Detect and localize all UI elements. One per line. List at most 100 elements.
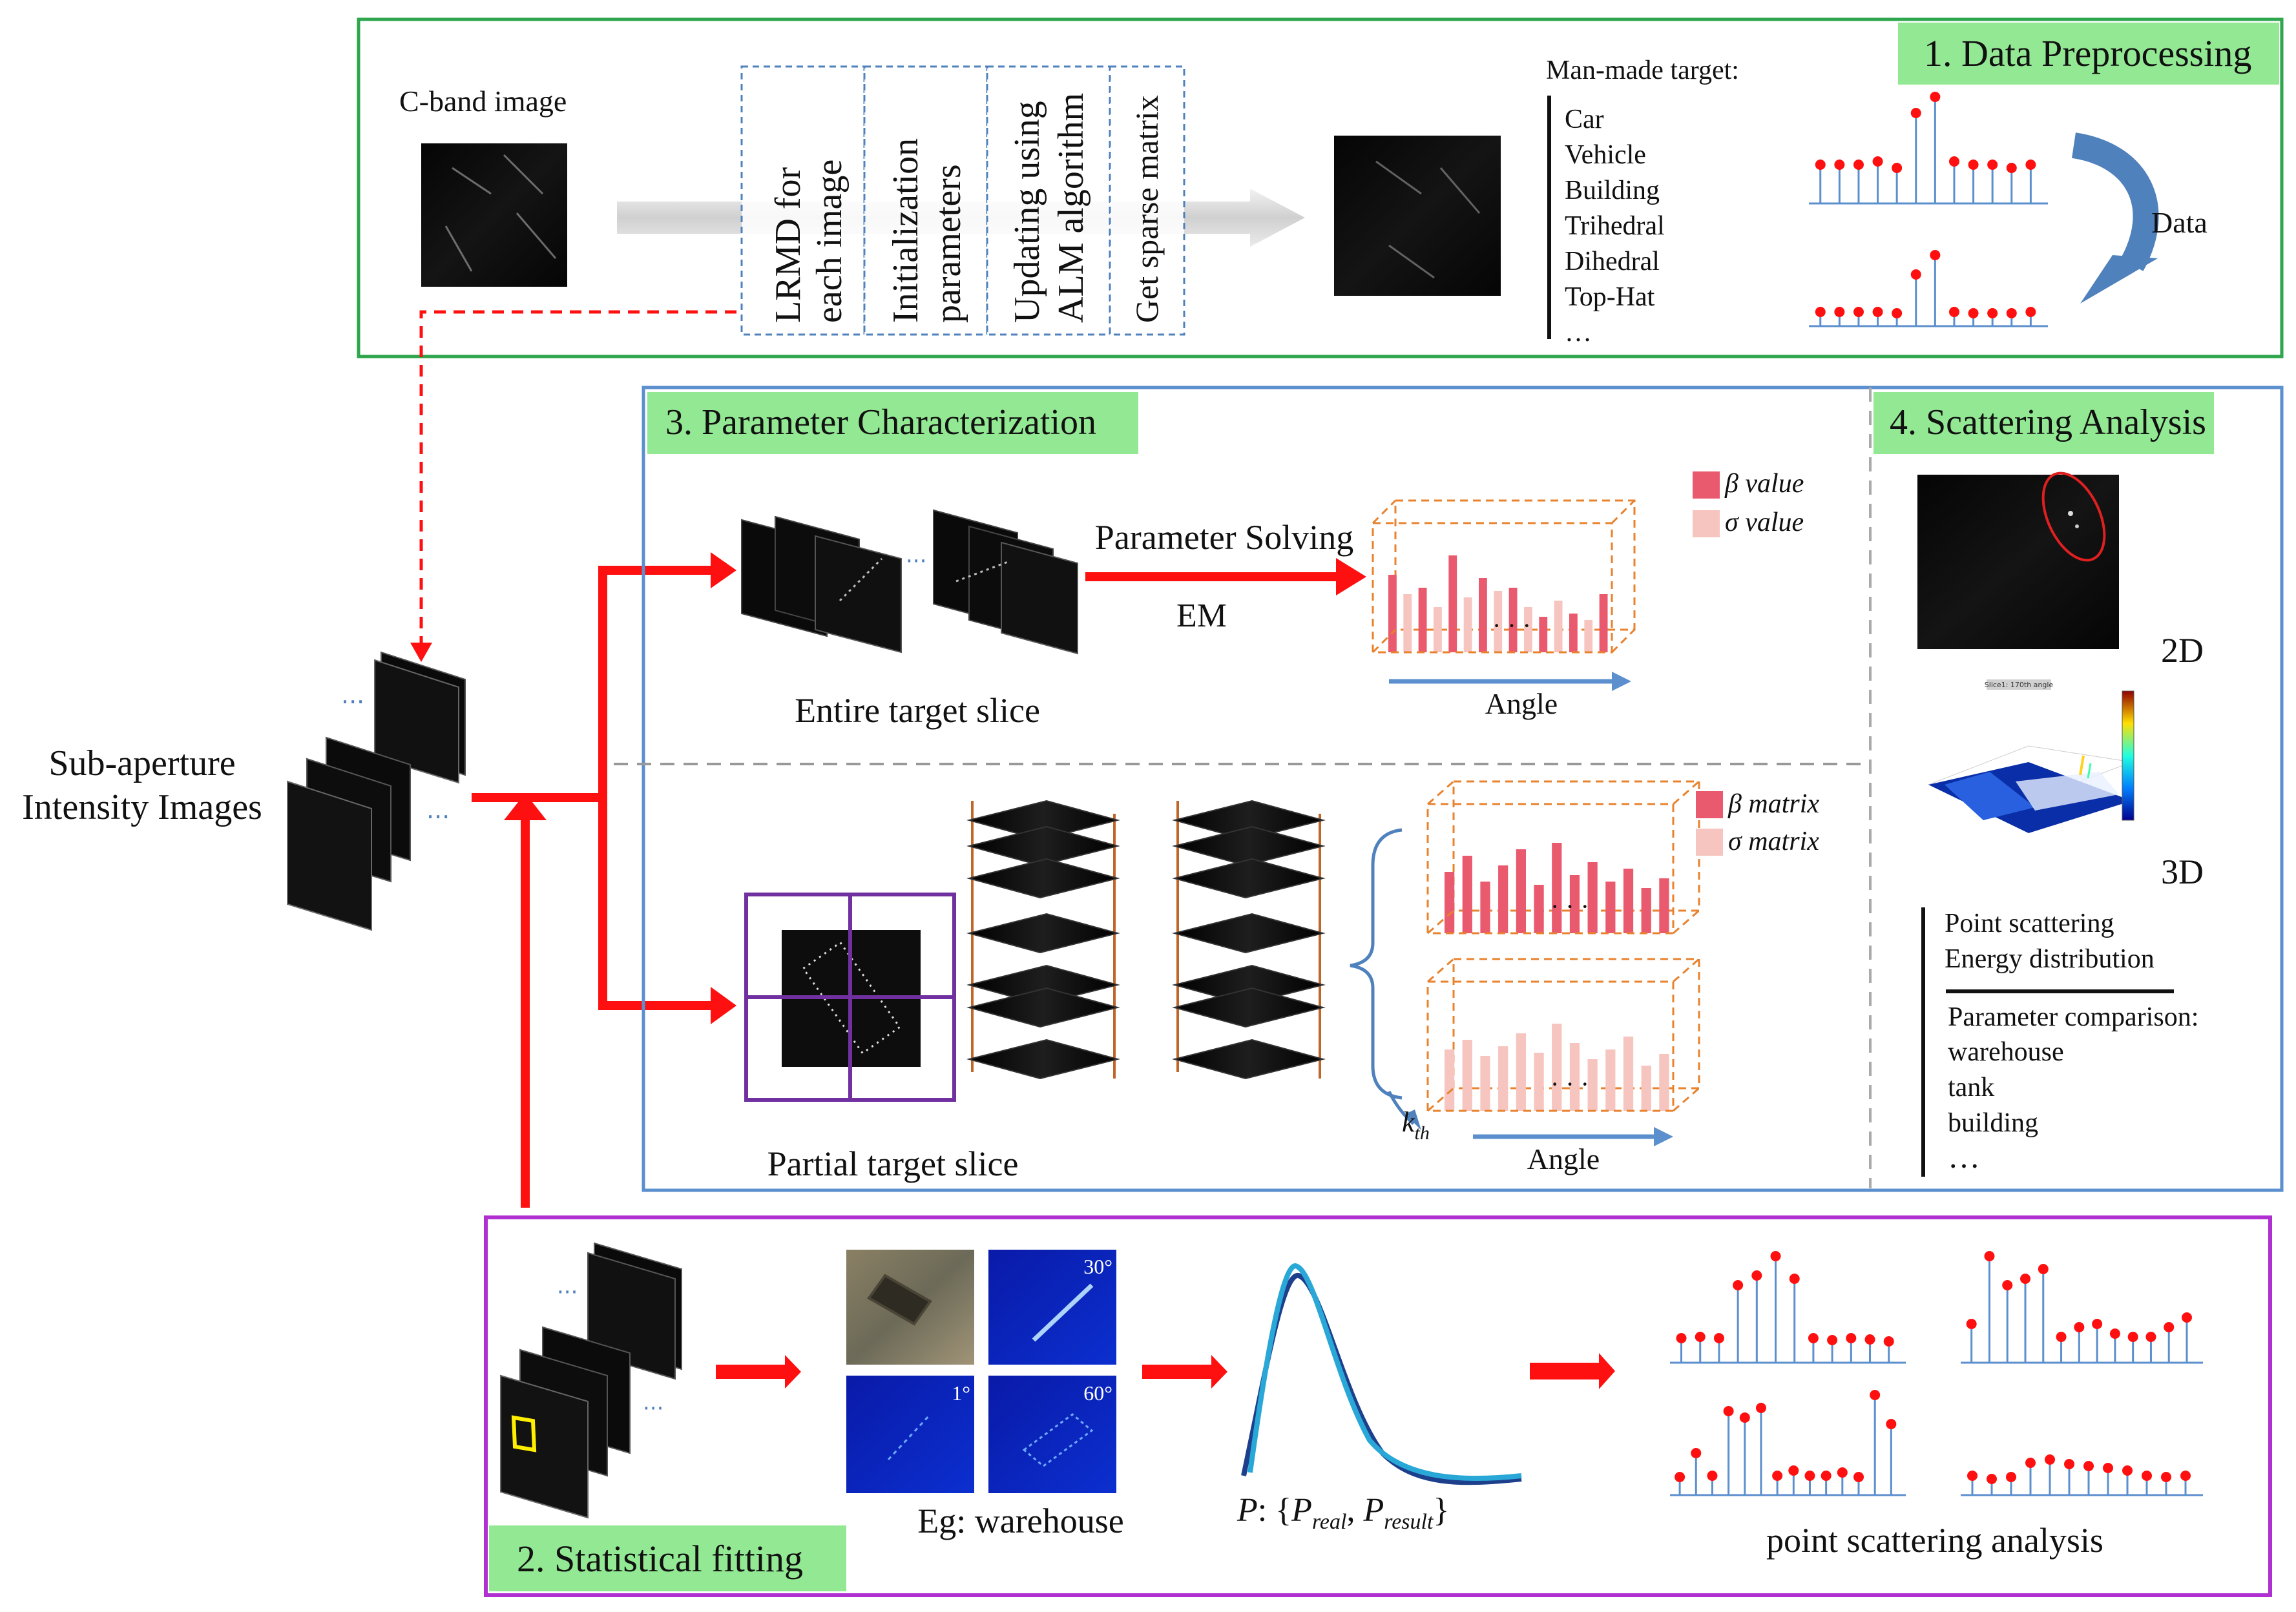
pipeline-step-box: [740, 65, 866, 336]
warehouse-sar-30: [988, 1250, 1116, 1365]
stem-dot: [1853, 160, 1864, 170]
scattering-3d-plot: Slice1: 170th angle 3D: [1927, 679, 2204, 891]
bar: [1445, 1049, 1455, 1111]
bar: [1659, 878, 1669, 933]
stem-dot: [1691, 1448, 1702, 1458]
stem-dot: [1966, 1319, 1977, 1329]
plot-title: Slice1: 170th angle: [1985, 681, 2054, 689]
bar: [1599, 594, 1608, 652]
left-title-2: Intensity Images: [22, 787, 262, 827]
stem-dot: [2025, 307, 2036, 317]
stem-dot: [1853, 307, 1864, 317]
box-edge: [1427, 780, 1454, 805]
bar: [1516, 849, 1526, 933]
pipeline-step-1-line1: LRMD for: [768, 167, 808, 323]
stem-dot: [1948, 156, 1959, 167]
distribution-curves: [1241, 1263, 1522, 1485]
note-point-scattering: Point scattering: [1945, 909, 2114, 938]
stem-dot: [1675, 1472, 1685, 1482]
bar: [1445, 872, 1455, 933]
stem-dot: [2161, 1472, 2171, 1482]
parameter-box-entire: · · ·: [1372, 499, 1636, 654]
stem-dot: [1892, 308, 1903, 318]
scatter-point: [2075, 524, 2079, 528]
stem-dot: [1815, 307, 1826, 317]
slice-layer: [966, 858, 1120, 899]
preprocess-link-dashed: [419, 310, 736, 649]
angle-label-top: Angle: [1485, 687, 1558, 720]
legend-matrix: β matrix σ matrix: [1696, 789, 1819, 856]
parameter-solving-label: Parameter Solving: [1095, 518, 1353, 557]
stem-dot: [2180, 1471, 2191, 1481]
slice-layer: [966, 800, 1120, 841]
stem-dot: [1853, 1472, 1864, 1482]
stem-dot: [1846, 1333, 1857, 1343]
stem-dot: [1788, 1465, 1799, 1476]
stem-dot: [1930, 250, 1941, 260]
section3-label: 3. Parameter Characterization: [665, 402, 1096, 442]
partial-slice-label: Partial target slice: [767, 1144, 1019, 1183]
stem-dot: [1930, 92, 1941, 102]
section2-label-bg: [489, 1525, 846, 1591]
label-2d: 2D: [2161, 631, 2204, 670]
stem-dot: [2142, 1471, 2152, 1481]
slice-layer: [966, 825, 1120, 867]
stem-dot: [1723, 1406, 1734, 1416]
label-3d: 3D: [2161, 852, 2204, 891]
legend-sigma-matrix: σ matrix: [1728, 827, 1819, 856]
kth-arrow-head: [1405, 1110, 1421, 1130]
cband-label: C-band image: [399, 85, 567, 118]
bar: [1462, 856, 1472, 933]
targets-title: Man-made target:: [1546, 56, 1739, 85]
stem-dot: [1772, 1471, 1783, 1481]
target-item: Trihedral: [1565, 211, 1665, 241]
target-item: …: [1565, 318, 1592, 347]
section3-frame: [642, 386, 2284, 1192]
legend-beta-value: β value: [1724, 469, 1804, 499]
section4-label: 4. Scattering Analysis: [1890, 402, 2206, 442]
note-tank: tank: [1948, 1073, 1994, 1102]
box-front: [1372, 522, 1613, 654]
scatter-point: [2068, 511, 2073, 516]
stem-dot: [1739, 1412, 1750, 1423]
stem-dot: [1733, 1280, 1744, 1290]
sub-aperture-stack-bottom: [287, 736, 411, 931]
stem-dot: [2056, 1332, 2067, 1342]
note-parameter-comparison: Parameter comparison:: [1948, 1002, 2198, 1032]
warehouse-sar-60: [988, 1376, 1116, 1493]
kth-arrow: [1387, 1090, 1415, 1125]
bar: [1584, 620, 1593, 652]
slice-layer: [1172, 825, 1326, 867]
bar: [1641, 1066, 1651, 1111]
stem-dot: [1984, 1251, 1995, 1261]
slice-layer: [966, 913, 1120, 954]
bar: [1659, 1054, 1669, 1111]
pipeline-step-box: [986, 65, 1111, 336]
em-label: EM: [1176, 597, 1227, 634]
slice-layer: [966, 1038, 1120, 1080]
stem-dot: [1837, 1467, 1848, 1478]
angle-axis-bottom-head: [1654, 1127, 1673, 1146]
angle-60: 60°: [1083, 1381, 1112, 1405]
stem-dot: [1967, 1471, 1978, 1481]
stem-dot: [2020, 1274, 2030, 1284]
stem-dot: [1872, 307, 1883, 317]
angle-1: 1°: [952, 1381, 970, 1405]
stem-dot: [1789, 1274, 1800, 1284]
stem-dot: [1987, 1474, 1997, 1484]
stem-dot: [1968, 308, 1979, 318]
pipeline-step-4: Get sparse matrix: [1129, 95, 1165, 323]
bar: [1418, 588, 1427, 652]
entire-slice-label: Entire target slice: [795, 691, 1040, 730]
legend-values: β value σ value: [1693, 469, 1804, 537]
bar: [1605, 1049, 1616, 1111]
stem-dot: [1676, 1333, 1687, 1343]
stem-dot: [2182, 1312, 2192, 1323]
data-stem-plots: [1809, 92, 2048, 327]
pipeline-step-2-line2: parameters: [928, 164, 968, 323]
bar: [1641, 888, 1651, 933]
left-title-1: Sub-aperture: [48, 743, 235, 783]
curve-result: [1247, 1263, 1522, 1482]
stem-dot: [1707, 1471, 1718, 1481]
